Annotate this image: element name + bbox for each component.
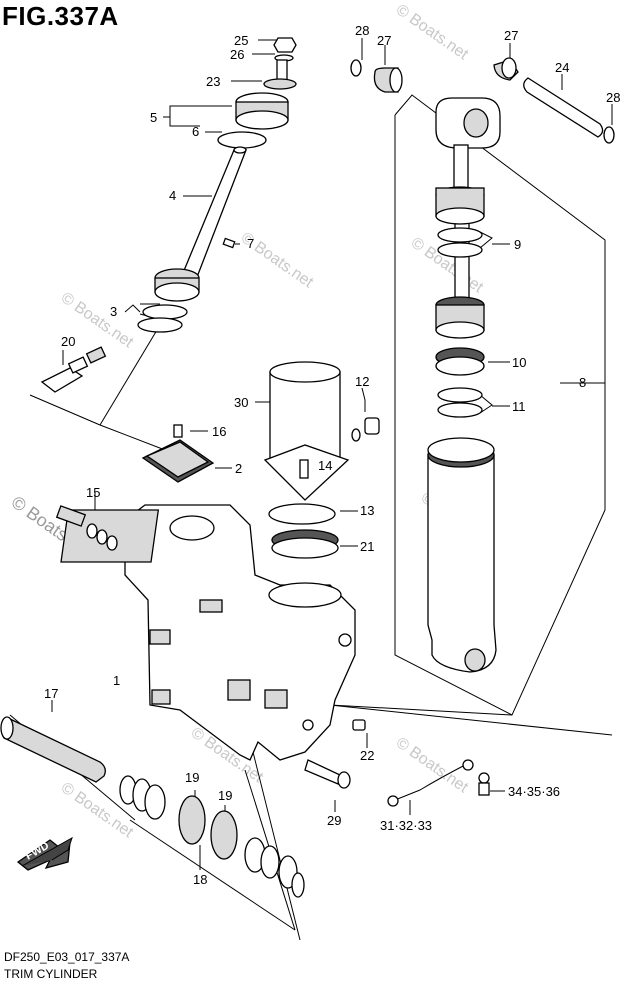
callout-28: 28 xyxy=(355,23,369,38)
relief-valve xyxy=(55,505,118,551)
callout-9: 9 xyxy=(514,237,521,252)
main-housing xyxy=(124,504,356,761)
callout-13: 13 xyxy=(360,503,374,518)
swivel-pin xyxy=(0,716,106,783)
callout-24: 24 xyxy=(555,60,569,75)
callout-8: 8 xyxy=(579,375,586,390)
callout-labels: 1 2 3 4 5 6 7 8 9 10 11 12 13 14 15 16 1… xyxy=(44,23,620,887)
o-ring xyxy=(137,317,183,333)
snap-ring xyxy=(603,126,615,144)
o-ring xyxy=(437,242,483,258)
valve-plate xyxy=(141,424,215,483)
callout-11: 11 xyxy=(512,399,526,414)
callout-27: 27 xyxy=(377,33,391,48)
callout-26: 26 xyxy=(230,47,244,62)
seal-ring xyxy=(435,356,485,376)
trim-shaft xyxy=(523,77,604,138)
diagram-code: DF250_E03_017_337A xyxy=(4,950,130,964)
nut xyxy=(273,37,297,53)
callout-2: 2 xyxy=(235,461,242,476)
rod-assembly xyxy=(137,37,297,333)
o-ring xyxy=(437,402,483,418)
callout-19: 19 xyxy=(218,788,232,803)
o-ring xyxy=(142,304,188,320)
callout-29: 29 xyxy=(327,813,341,828)
watermark-text: © Boats.net xyxy=(393,1,472,63)
callout-30: 30 xyxy=(234,395,248,410)
callout-6: 6 xyxy=(192,124,199,139)
reservoir-seals xyxy=(268,503,339,559)
callout-28: 28 xyxy=(606,90,620,105)
callout-25: 25 xyxy=(234,33,248,48)
callout-4: 4 xyxy=(169,188,176,203)
watermark-text: © Boats.net xyxy=(393,734,472,796)
callout-12: 12 xyxy=(355,374,369,389)
callout-1: 1 xyxy=(113,673,120,688)
callout-27: 27 xyxy=(504,28,518,43)
o-ring xyxy=(217,131,267,149)
trim-cylinder-assembly xyxy=(427,97,501,673)
diagram-name: TRIM CYLINDER xyxy=(4,967,98,981)
callout-22: 22 xyxy=(360,748,374,763)
seal-ring xyxy=(271,537,339,559)
bushing-rings xyxy=(119,775,305,898)
shaft-parts xyxy=(350,57,615,144)
o-ring xyxy=(437,227,483,243)
fwd-arrow: FWD xyxy=(16,836,73,871)
tilt-tube xyxy=(177,149,247,291)
o-ring xyxy=(268,503,336,525)
callout-34-35-36: 34·35·36 xyxy=(508,784,560,799)
small-hardware xyxy=(304,719,490,807)
callout-31-32-33: 31·32·33 xyxy=(380,818,432,833)
cylinder-tube xyxy=(427,454,497,673)
callout-16: 16 xyxy=(212,424,226,439)
callout-18: 18 xyxy=(193,872,207,887)
figure-title: FIG.337A xyxy=(2,1,119,31)
callout-5: 5 xyxy=(150,110,157,125)
callout-10: 10 xyxy=(512,355,526,370)
reservoir xyxy=(263,361,380,501)
callout-17: 17 xyxy=(44,686,58,701)
callout-15: 15 xyxy=(86,485,100,500)
callout-19: 19 xyxy=(185,770,199,785)
manual-valve xyxy=(40,346,107,393)
callout-21: 21 xyxy=(360,539,374,554)
callout-7: 7 xyxy=(247,236,254,251)
callout-23: 23 xyxy=(206,74,220,89)
callout-14: 14 xyxy=(318,458,332,473)
pin xyxy=(222,237,236,249)
callout-3: 3 xyxy=(110,304,117,319)
callout-20: 20 xyxy=(61,334,75,349)
snap-ring xyxy=(350,59,362,77)
o-ring xyxy=(437,387,483,403)
